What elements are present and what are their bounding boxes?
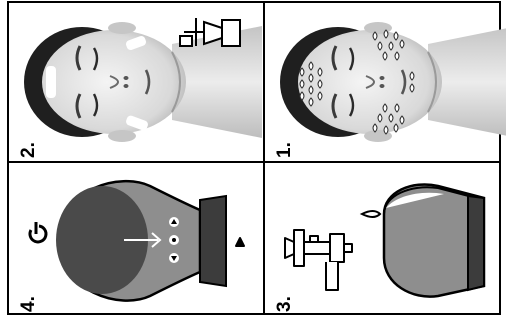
- panel-3-label: 3.: [274, 296, 295, 312]
- water-drop-icon: [362, 211, 380, 217]
- panel-4: 4.: [18, 181, 244, 312]
- cream-forehead-patch: [46, 66, 56, 98]
- control-buttons: [169, 217, 179, 263]
- face-illustration: [280, 22, 506, 142]
- panel-3: 3.: [274, 184, 484, 312]
- panel-4-label: 4.: [18, 296, 39, 312]
- tap-icon: [285, 230, 352, 290]
- panel-2: 2.: [18, 18, 262, 158]
- power-icon: [30, 222, 46, 242]
- device-container: [384, 184, 484, 296]
- panel-2-label: 2.: [18, 142, 39, 158]
- panel-1: 1.: [274, 22, 506, 158]
- cream-bottle-icon: [180, 18, 240, 46]
- device-cap: [200, 196, 226, 286]
- triangle-up-icon: [236, 238, 244, 246]
- panel-1-label: 1.: [274, 142, 295, 158]
